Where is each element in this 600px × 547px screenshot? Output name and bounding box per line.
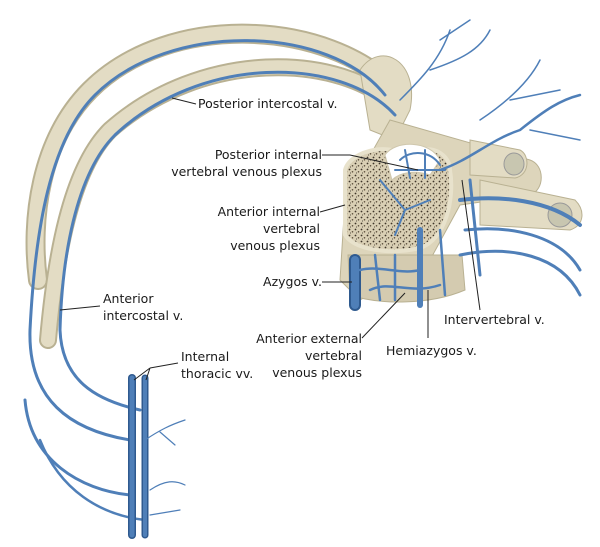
label-line: Anterior external (256, 331, 362, 346)
label-intervertebral-v: Intervertebral v. (444, 312, 545, 327)
label-line: vertebral venous plexus (171, 164, 322, 179)
label-line: venous plexus (230, 238, 320, 253)
label-posterior-intercostal-v: Posterior intercostal v. (198, 96, 338, 111)
veins (23, 19, 582, 539)
label-line: Internal (181, 349, 230, 364)
ribs (25, 23, 409, 349)
label-anterior-intercostal-v: Anterior intercostal v. (103, 290, 183, 324)
vertebral-column (339, 55, 583, 303)
label-line: Posterior internal (214, 147, 322, 162)
leader-lines (59, 97, 481, 381)
label-posterior-internal-plexus: Posterior internal vertebral venous plex… (171, 146, 322, 180)
label-hemiazygos-v: Hemiazygos v. (386, 343, 477, 358)
label-line: intercostal v. (103, 308, 184, 323)
label-anterior-external-plexus: Anterior external vertebral venous plexu… (256, 330, 362, 381)
label-azygos-v: Azygos v. (263, 274, 322, 289)
label-line: thoracic vv. (181, 366, 254, 381)
label-line: venous plexus (272, 365, 362, 380)
label-anterior-internal-plexus: Anterior internal vertebral venous plexu… (218, 203, 320, 254)
label-line: Anterior (103, 291, 154, 306)
label-line: vertebral (304, 348, 362, 363)
label-line: Anterior internal (217, 204, 320, 219)
label-internal-thoracic-vv: Internal thoracic vv. (181, 348, 253, 382)
label-line: vertebral (262, 221, 320, 236)
